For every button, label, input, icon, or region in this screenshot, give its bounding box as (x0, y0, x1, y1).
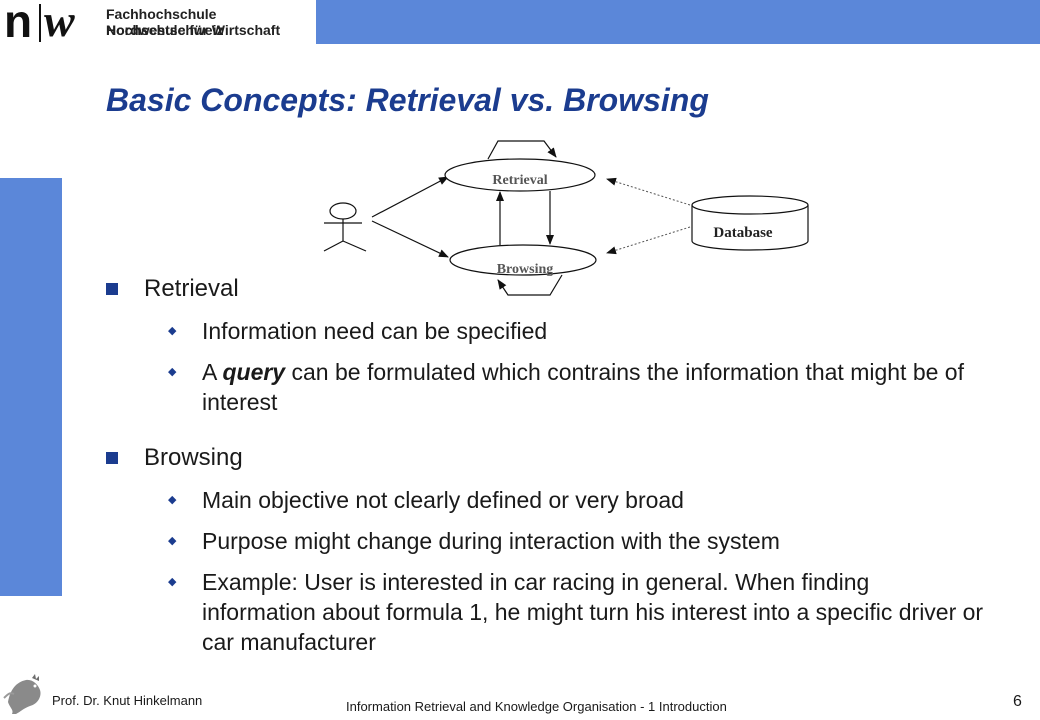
footer-course: Information Retrieval and Knowledge Orga… (346, 699, 727, 714)
diamond-bullet-icon: ◆ (168, 325, 177, 337)
bullet-label: Browsing (144, 444, 243, 471)
user-to-retrieval-arrow (371, 176, 449, 218)
database-label: Database (713, 225, 773, 241)
sub-bullet-text-post: can be formulated which contrains the in… (202, 359, 964, 415)
sub-bullet: ◆ Main objective not clearly defined or … (104, 485, 984, 515)
browsing-node (449, 244, 597, 276)
diamond-bullet-icon: ◆ (168, 576, 177, 588)
side-band (0, 178, 62, 596)
diamond-bullet-icon: ◆ (168, 366, 177, 378)
school-name-line2: Hochschule für Wirtschaft (106, 22, 281, 38)
bullet-retrieval: Retrieval (104, 274, 984, 304)
school-logo: n w Fachhochschule Nordwestschweiz Hochs… (0, 0, 316, 47)
user-to-browsing-arrow (371, 220, 449, 258)
browsing-node-label: Browsing (497, 262, 554, 277)
retrieval-node-label: Retrieval (492, 173, 547, 188)
slide-content: Retrieval ◆ Information need can be spec… (104, 274, 984, 657)
sub-bullet-text: Purpose might change during interaction … (202, 528, 780, 554)
retrieval-browsing-diagram: Retrieval Browsing Database (323, 140, 809, 296)
logo-divider (39, 4, 41, 42)
sub-bullet-text-pre: A (202, 359, 223, 385)
footer-author: Prof. Dr. Knut Hinkelmann (52, 693, 203, 708)
sub-bullet: ◆ Example: User is interested in car rac… (104, 567, 984, 657)
sub-bullet: ◆ Information need can be specified (104, 316, 984, 346)
database-to-browsing-arrow (606, 226, 691, 255)
sub-bullet: ◆ Purpose might change during interactio… (104, 526, 984, 556)
logo-letter-w: w (44, 0, 75, 46)
browsing-loop-arrow (497, 274, 563, 296)
database-to-retrieval-arrow (606, 177, 691, 206)
diamond-bullet-icon: ◆ (168, 535, 177, 547)
square-bullet-icon (106, 283, 118, 295)
retrieval-loop-arrow (487, 140, 557, 160)
square-bullet-icon (106, 452, 118, 464)
sub-bullet-text: Information need can be specified (202, 318, 548, 344)
sub-bullet: ◆ A query can be formulated which contra… (104, 357, 984, 417)
database-cylinder (691, 195, 809, 251)
slide-title: Basic Concepts: Retrieval vs. Browsing (106, 82, 709, 118)
logo-letter-n: n (4, 0, 33, 47)
sub-bullet-text: Main objective not clearly defined or ve… (202, 487, 684, 513)
sub-bullet-text: Example: User is interested in car racin… (202, 569, 984, 655)
bullet-label: Retrieval (144, 275, 239, 302)
user-icon (323, 202, 367, 252)
rooster-emblem-icon (3, 674, 41, 714)
school-name-line1: Fachhochschule Nordwestschweiz (106, 6, 224, 38)
page-number: 6 (1013, 693, 1022, 710)
header-band (316, 0, 1040, 44)
retrieval-node (444, 158, 596, 192)
bullet-browsing: Browsing (104, 443, 984, 473)
diamond-bullet-icon: ◆ (168, 494, 177, 506)
query-emphasis: query (222, 359, 286, 385)
